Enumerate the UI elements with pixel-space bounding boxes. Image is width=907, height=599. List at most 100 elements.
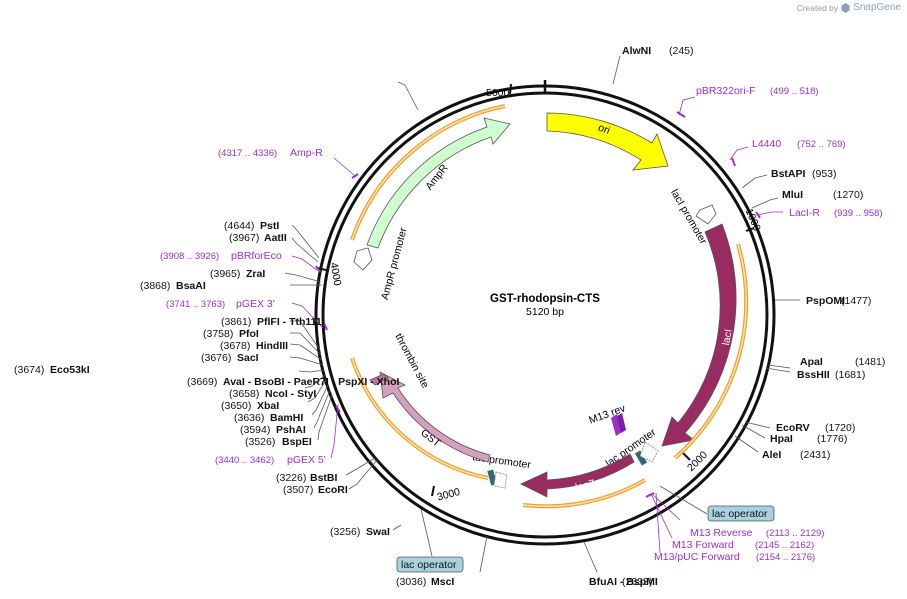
enzyme-ecori-pos: (3526) [245,436,275,448]
primer-m13-forward-pos: (2145 .. 2162) [755,540,814,551]
enzyme-aatii-pos: (4644) [224,220,254,232]
enzyme-mlui-pos: (1477) [841,295,871,307]
primer-pbrforeco-pos: (3908 .. 3926) [160,251,219,262]
gst-label: GST [418,427,443,450]
backbone-inner [321,91,769,539]
enzyme-bstbi[interactable]: EcoRI [318,484,348,496]
lac-operator-box-1[interactable] [707,505,775,522]
enzyme-ncoi-styi[interactable]: AvaI - BsoBI - PaeR7I - PspXI - XhoI [223,376,399,388]
primer-m13-reverse[interactable]: M13 Reverse [690,527,753,539]
laci-promoter-feature[interactable] [695,204,717,225]
enzyme-alei-pos: (2633) [622,576,652,588]
enzyme-bsshii[interactable]: EcoRV [776,422,810,434]
snapgene-brand: SnapGene [853,2,901,13]
primer-pgex3[interactable]: pGEX 3' [236,298,275,310]
enzyme-avai-pos: (3674) [14,364,44,376]
primer-m13-puc-forward[interactable]: M13/pUC Forward [654,551,740,563]
enzyme-apai[interactable]: BssHII [797,369,830,381]
m13-rev-feature[interactable] [611,414,622,436]
tick-label-2000: 2000 [685,449,710,474]
primer-laci-r-pos: (939 .. 958) [834,208,883,219]
enzyme-bspei[interactable]: PshAI [276,424,306,436]
snapgene-logo-icon [841,2,850,13]
enzyme-bsshii-pos: (1720) [825,422,855,434]
enzyme-eco53ki[interactable]: SacI [237,352,259,364]
enzyme-aatii[interactable]: PstI [260,220,279,232]
enzyme-ecorv-pos: (1776) [817,433,847,445]
watermark: Created by SnapGene [797,2,901,13]
lac-operator-box-2[interactable] [396,556,464,573]
primer-pbr322ori-f[interactable]: pBR322ori-F [696,85,756,97]
primer-laci-r[interactable]: LacI-R [789,207,820,219]
enzyme-hindiii[interactable]: PfoI [239,328,259,340]
enzyme-msci-pos: (3256) [330,526,360,538]
enzyme-pflfi-tth111i[interactable]: BsaAI [176,280,206,292]
enzyme-bamhi[interactable]: XbaI [257,400,279,412]
lac-promoter-feature[interactable] [634,450,648,466]
laci-label: lacI [720,328,735,346]
enzyme-pspomi[interactable]: ApaI [800,356,823,368]
enzyme-bsaai[interactable]: ZraI [246,268,265,280]
ori-label: ori [596,122,611,137]
enzyme-bamhi-pos: (3650) [221,400,251,412]
primer-pgex5-pos: (3440 .. 3462) [215,455,274,466]
tick-label-4000: 4000 [328,262,344,287]
ori-feature[interactable] [546,112,669,171]
primer-amp-r[interactable]: Amp-R [290,147,323,159]
enzyme-bfuai-bspmi[interactable]: MscI [431,576,454,588]
enzyme-alei[interactable]: BfuAI - BspMI [589,576,658,588]
enzyme-pshai-pos: (3636) [234,412,264,424]
lac-operator-label-2: lac operator [401,559,457,571]
enzyme-hpai[interactable]: AleI [762,449,781,461]
enzyme-pfoi[interactable]: PflFI - Tth111I [257,316,325,328]
enzyme-saci[interactable]: HindIII [256,340,288,352]
enzyme-pflmi-pos: (953) [812,168,837,180]
laci-feature[interactable] [661,223,737,447]
enzyme-bstapi-pos: (1270) [833,189,863,201]
enzyme-pflfi-pos: (3868) [140,280,170,292]
enzyme-eco53ki-pos: (3676) [201,352,231,364]
enzyme-bsaai-pos: (3965) [210,268,240,280]
enzyme-alwni[interactable]: AlwNI [622,45,651,57]
tick-label-5000: 5000 [486,87,510,99]
primer-marks [315,111,761,498]
enzyme-bstbi-pos: (3507) [283,484,313,496]
primer-pgex5[interactable]: pGEX 5' [287,454,326,466]
enzyme-saci-pos: (3678) [220,340,250,352]
lac-operator-label-1: lac operator [712,508,768,520]
tick-label-3000: 3000 [436,486,462,504]
enzyme-avai-group[interactable]: Eco53kI [50,364,90,376]
enzyme-bspei-pos: (3594) [240,424,270,436]
gst-feature[interactable] [379,371,491,463]
plasmid-length: 5120 bp [526,306,564,318]
plasmid-name: GST-rhodopsin-CTS [490,293,600,305]
enzyme-bstapi[interactable]: MluI [782,189,803,201]
enzyme-hindiii-pos: (3758) [203,328,233,340]
ampr-promoter-feature[interactable] [353,247,373,271]
enzyme-pflmi[interactable]: BstAPI [771,168,806,180]
enzyme-ncoi-pos: (3669) [187,376,217,388]
primer-pbr322ori-f-pos: (499 .. 518) [770,86,819,97]
enzyme-hpai-pos: (2431) [800,449,830,461]
enzyme-xbai[interactable]: NcoI - StyI [265,388,316,400]
primer-l4440-pos: (752 .. 769) [797,139,846,150]
enzyme-apai-pos: (1681) [835,369,865,381]
ampr-feature[interactable] [366,117,511,249]
enzyme-pshai[interactable]: BamHI [270,412,303,424]
thrombin-site-feature[interactable] [369,373,389,386]
created-by-text: Created by [796,2,839,13]
enzyme-msci[interactable]: SwaI [366,526,390,538]
primer-m13-forward[interactable]: M13 Forward [672,539,734,551]
enzyme-swai-pos: (3226) [276,472,306,484]
enzyme-mlui[interactable]: PspOMI [806,295,845,307]
enzyme-swai[interactable]: BstBI [310,472,338,484]
primer-l4440[interactable]: L4440 [752,138,781,150]
primer-m13-reverse-pos: (2113 .. 2129) [766,528,824,539]
leader-lines [284,55,800,573]
enzyme-ecorv[interactable]: HpaI [770,433,793,445]
primer-pbrforeco[interactable]: pBRforEco [231,250,282,262]
enzyme-zrai[interactable]: AatII [264,232,287,244]
laczalpha-feature[interactable] [520,453,635,498]
enzyme-ecori[interactable]: BspEI [282,436,312,448]
